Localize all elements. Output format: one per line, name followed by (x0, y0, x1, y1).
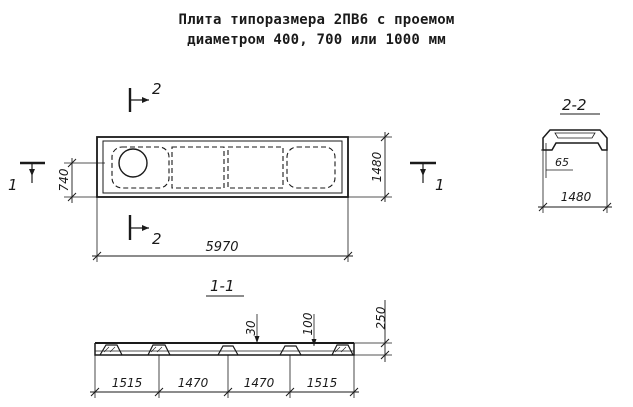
panel-dashed-3 (227, 146, 284, 189)
section-2-2-label: 2-2 (562, 96, 587, 114)
dim-5970-label: 5970 (205, 240, 238, 255)
section-2-bottom-arrowhead (142, 225, 149, 231)
section-1-1-label: 1-1 (210, 277, 235, 295)
dim-1480-label: 1480 (370, 151, 384, 182)
section-2-2-inner-rib (554, 132, 596, 139)
dim-30-arrow (254, 336, 260, 343)
dim-250-tick-top (380, 338, 390, 348)
section-2-2: 2-2 65 1480 (538, 96, 612, 213)
opening-circle (118, 148, 148, 178)
dim-65-label: 65 (555, 156, 569, 169)
section-1-right-label: 1 (435, 176, 445, 194)
dim-250-label: 250 (374, 306, 388, 329)
dim-5970-tick-left (92, 251, 102, 261)
slab-inner-outline (102, 140, 343, 194)
dim-740-label: 740 (57, 168, 71, 191)
dim-2-2-1480-tick-right (602, 202, 612, 212)
title-line-1: Плита типоразмера 2ПВ6 с проемом (178, 12, 455, 28)
rib-3 (217, 345, 239, 356)
section-2-bottom-label: 2 (152, 230, 162, 248)
dim-2-2-1480-tick-left (538, 202, 548, 212)
section-1-1-outline (94, 343, 355, 356)
rib-4 (279, 345, 302, 356)
dim-100-arrow (311, 339, 317, 346)
dim-740-tick-top (67, 158, 77, 168)
dim-30-label: 30 (244, 320, 258, 336)
span-label-2: 1470 (178, 376, 209, 390)
panel-dashed-1 (111, 146, 170, 189)
section-1-left-arrowhead (29, 169, 35, 176)
span-ticks (90, 387, 359, 397)
section-1-left-label: 1 (8, 176, 18, 194)
span-label-3: 1470 (244, 376, 275, 390)
section-2-top-label: 2 (152, 80, 162, 98)
section-2-top-arrowhead (142, 97, 149, 103)
section-1-1: 1-1 30 100 (90, 277, 392, 398)
plan-view: 2 2 1 1 740 (8, 80, 445, 262)
rib-1 (99, 344, 123, 356)
dim-100-label: 100 (301, 312, 315, 335)
rib-2 (147, 344, 171, 356)
dim-1480-tick-top (380, 132, 390, 142)
span-label-1: 1515 (112, 376, 143, 390)
panel-dashed-4 (286, 146, 336, 189)
section-hatching (103, 346, 347, 353)
slab-outline (96, 136, 349, 198)
dim-740-tick-bottom (67, 192, 77, 202)
title-line-2: диаметром 400, 700 или 1000 мм (187, 32, 446, 48)
panel-dashed-2 (171, 146, 225, 189)
section-1-right-arrowhead (420, 169, 426, 176)
rib-5 (331, 344, 354, 356)
dim-1480-tick-bottom (380, 192, 390, 202)
dim-250-tick-bottom (380, 350, 390, 360)
span-label-4: 1515 (307, 376, 338, 390)
dim-5970-tick-right (343, 251, 353, 261)
dim-2-2-1480-label: 1480 (561, 190, 592, 204)
